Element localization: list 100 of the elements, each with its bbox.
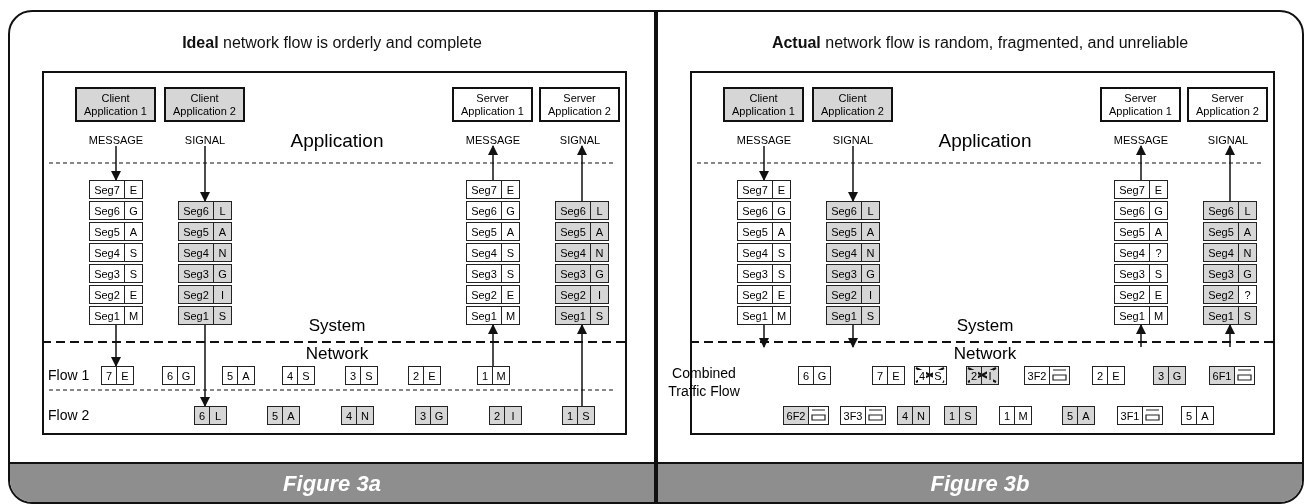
- data-label: SIGNAL: [165, 134, 245, 146]
- packet-number: 1: [563, 407, 578, 424]
- segment-box: [89, 180, 143, 199]
- segment-letter: S: [862, 307, 879, 324]
- packet-box: [1181, 406, 1214, 425]
- packet-box: [162, 366, 195, 385]
- segment-number: Seg1: [1204, 307, 1239, 324]
- segment-number: Seg3: [179, 265, 214, 282]
- segment-box: [737, 201, 791, 220]
- segment-number: Seg4: [827, 244, 862, 261]
- segment-number: Seg5: [827, 223, 862, 240]
- segment-box: [1114, 180, 1168, 199]
- segment-box: [1114, 222, 1168, 241]
- packet-letter: N: [357, 407, 373, 424]
- segment-box: [555, 306, 609, 325]
- segment-number: Seg5: [179, 223, 214, 240]
- segment-letter: I: [214, 286, 231, 303]
- segment-letter: G: [591, 265, 608, 282]
- segment-number: Seg5: [556, 223, 591, 240]
- segment-box: [555, 243, 609, 262]
- packet-box: [783, 406, 829, 425]
- segment-box: [1114, 306, 1168, 325]
- segment-box: [826, 201, 880, 220]
- packet-number: 3: [1154, 367, 1169, 384]
- packet-number: 6F2: [784, 407, 809, 424]
- segment-box: [1114, 285, 1168, 304]
- packet-letter: G: [431, 407, 447, 424]
- segment-letter: S: [591, 307, 608, 324]
- segment-box: [555, 201, 609, 220]
- segment-box: [1203, 285, 1257, 304]
- arrow: [110, 324, 122, 368]
- segment-box: [826, 285, 880, 304]
- segment-letter: L: [862, 202, 879, 219]
- packet-box: [408, 366, 441, 385]
- packet-number: 3: [416, 407, 431, 424]
- arrow: [110, 145, 122, 182]
- data-label: SIGNAL: [813, 134, 893, 146]
- arrow: [847, 324, 859, 349]
- packet-number: 5: [268, 407, 283, 424]
- panel: [656, 10, 1304, 504]
- segment-number: Seg1: [827, 307, 862, 324]
- segment-letter: A: [591, 223, 608, 240]
- arrow: [487, 323, 499, 367]
- segment-letter: S: [214, 307, 231, 324]
- packet-box: [897, 406, 930, 425]
- panel: [8, 10, 656, 504]
- segment-box: [826, 222, 880, 241]
- segment-letter: L: [591, 202, 608, 219]
- packet-number: 6: [195, 407, 210, 424]
- segment-number: Seg3: [556, 265, 591, 282]
- packet-box: [282, 366, 315, 385]
- segment-number: Seg6: [1204, 202, 1239, 219]
- packet-box: [415, 406, 448, 425]
- arrow: [758, 324, 770, 349]
- segment-letter: L: [214, 202, 231, 219]
- packet-box: [1209, 366, 1255, 385]
- packet-box: [1117, 406, 1163, 425]
- packet-number: 2: [967, 367, 982, 384]
- arrow: [847, 145, 859, 203]
- segment-box: [1203, 264, 1257, 283]
- segment-letter: I: [591, 286, 608, 303]
- arrow: [1135, 144, 1147, 181]
- packet-box: [345, 366, 378, 385]
- packet-letter: N: [913, 407, 929, 424]
- packet-box: [798, 366, 831, 385]
- segment-box: [89, 264, 143, 283]
- segment-number: Seg4: [179, 244, 214, 261]
- segment-number: Seg3: [827, 265, 862, 282]
- segment-box: [1203, 201, 1257, 220]
- packet-number: 4: [915, 367, 930, 384]
- segment-box: [1203, 306, 1257, 325]
- segment-box: [466, 201, 520, 220]
- packet-letter: A: [283, 407, 299, 424]
- segment-letter: A: [862, 223, 879, 240]
- packet-number: 4: [342, 407, 357, 424]
- segment-letter: S: [1239, 307, 1256, 324]
- segment-letter: N: [591, 244, 608, 261]
- application-box: Server Application 2: [539, 87, 620, 122]
- segment-box: [466, 285, 520, 304]
- segment-letter: N: [1239, 244, 1256, 261]
- packet-letter: S: [960, 407, 976, 424]
- arrow: [1135, 323, 1147, 348]
- figure-caption: Figure 3b: [658, 462, 1302, 502]
- segment-letter: G: [1239, 265, 1256, 282]
- segment-box: [826, 243, 880, 262]
- packet-letter: I: [986, 368, 994, 384]
- packet-letter: L: [210, 407, 226, 424]
- panel-title: Ideal network flow is orderly and complete: [181, 34, 483, 52]
- segment-number: Seg3: [1204, 265, 1239, 282]
- segment-number: Seg2: [827, 286, 862, 303]
- packet-box: [562, 406, 595, 425]
- packet-letter: S: [932, 368, 944, 384]
- segment-number: Seg4: [556, 244, 591, 261]
- segment-box: [466, 243, 520, 262]
- segment-box: [1203, 222, 1257, 241]
- segment-box: [555, 285, 609, 304]
- application-box: Client Application 1: [723, 87, 804, 122]
- application-box: Client Application 1: [75, 87, 156, 122]
- data-label: MESSAGE: [724, 134, 804, 146]
- segment-box: [178, 264, 232, 283]
